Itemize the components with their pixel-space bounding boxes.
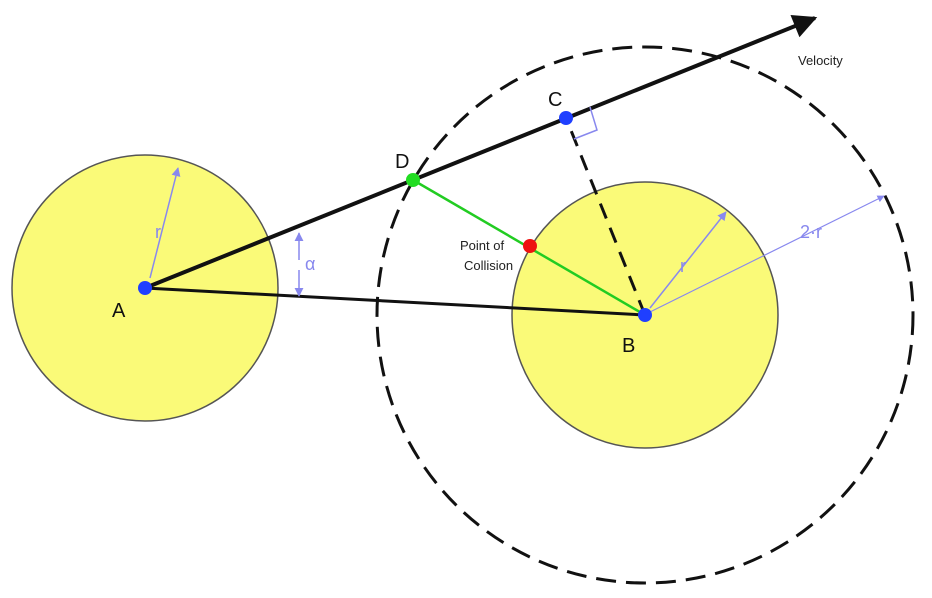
label-point-c: C <box>548 89 562 111</box>
label-radius-a: r <box>155 222 161 242</box>
radius-arrow-a <box>149 167 181 279</box>
label-velocity: Velocity <box>798 53 843 68</box>
label-angle-alpha: α <box>305 254 315 274</box>
perpendicular-b-to-c <box>564 117 647 316</box>
point-b-dot <box>638 308 652 322</box>
velocity-arrow <box>144 14 818 290</box>
label-point-b: B <box>622 335 635 357</box>
label-point-a: A <box>112 300 126 322</box>
right-angle-marker <box>573 106 598 140</box>
point-c-dot <box>559 111 573 125</box>
label-collision-line1: Point of <box>460 238 504 253</box>
radius-arrow-b <box>649 211 727 309</box>
radius-arrow-2r <box>649 195 885 313</box>
point-a-dot <box>138 281 152 295</box>
label-radius-b: r <box>680 256 686 276</box>
collision-point-dot <box>523 239 537 253</box>
point-d-dot <box>406 173 420 187</box>
label-point-d: D <box>395 151 409 173</box>
circle-2r-dashed <box>375 45 915 585</box>
line-a-to-b <box>144 286 646 317</box>
label-collision-line2: Collision <box>464 258 513 273</box>
label-radius-2r: 2·r <box>800 222 822 242</box>
